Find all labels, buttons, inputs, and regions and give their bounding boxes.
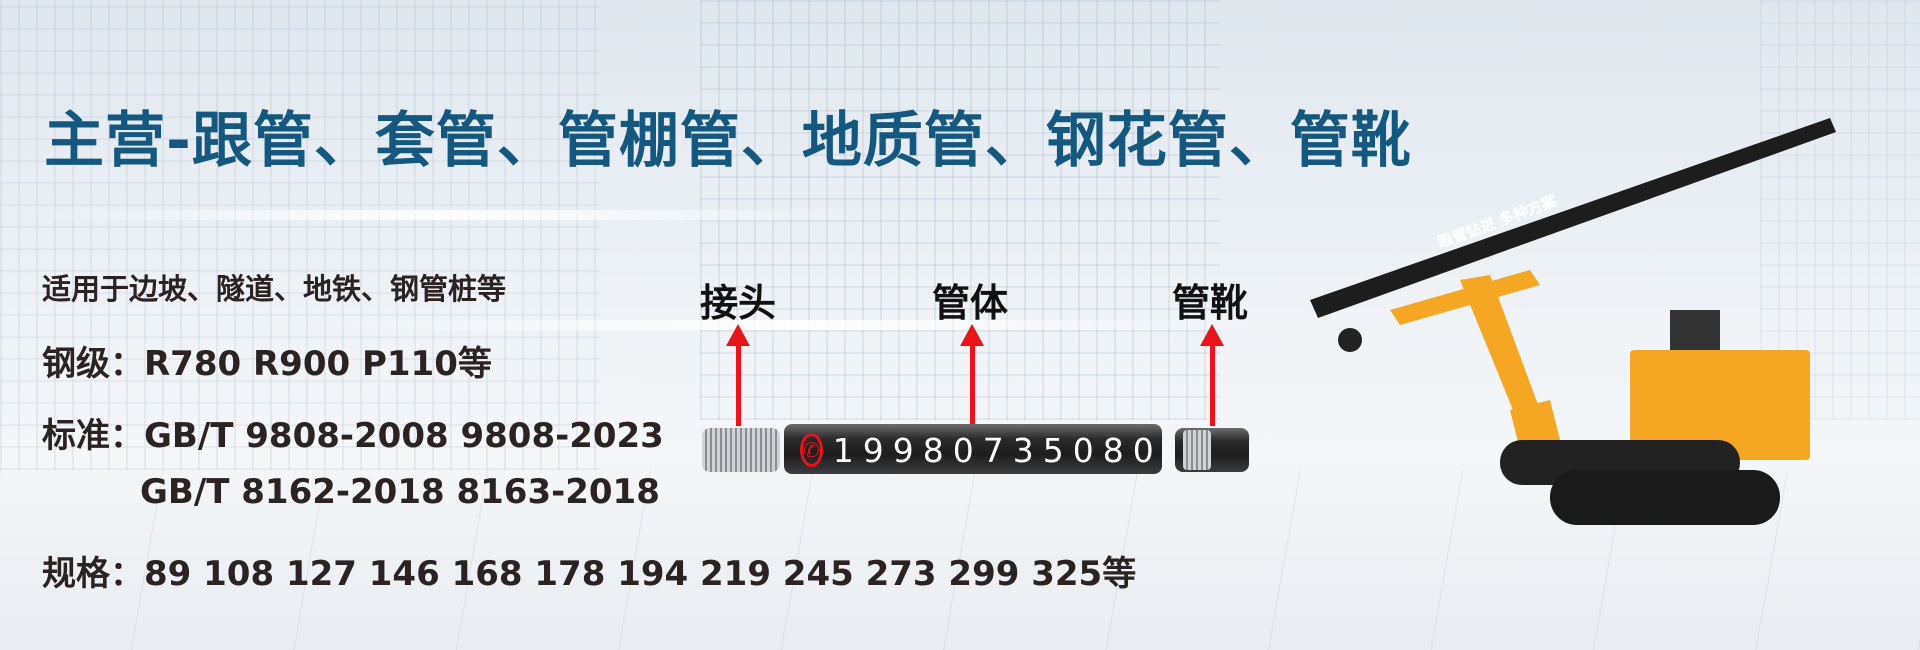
- rig-head: [1338, 328, 1362, 352]
- arrow-shoe: [1200, 324, 1224, 426]
- label-body: 管体: [932, 281, 1009, 325]
- standard-text: 标准：GB/T 9808-2008 9808-2023: [42, 416, 664, 456]
- sizes-text: 规格：89 108 127 146 168 178 194 219 245 27…: [42, 554, 1137, 594]
- pipe-shoe: [1175, 428, 1249, 472]
- background-building: [0, 0, 600, 470]
- light-streak: [0, 210, 900, 220]
- arrow-joint: [726, 324, 750, 426]
- pipe-joint: [702, 428, 780, 472]
- application-text: 适用于边坡、隧道、地铁、钢管桩等: [42, 272, 507, 306]
- rig-boom: [1390, 270, 1810, 460]
- phone-number: ✆ 19980735080: [800, 431, 1156, 470]
- rig-engine: [1670, 310, 1720, 350]
- headline: 主营-跟管、套管、管棚管、地质管、钢花管、管靴: [44, 106, 1412, 176]
- label-shoe: 管靴: [1172, 281, 1249, 325]
- pipe-body: [784, 424, 1162, 474]
- drilling-rig-image: 跟管钻进 多种方案: [1310, 118, 1836, 525]
- standard-text-2: GB/T 8162-2018 8163-2018: [140, 472, 660, 512]
- rig-mast: 跟管钻进 多种方案: [1310, 118, 1836, 318]
- steel-grade-text: 钢级：R780 R900 P110等: [42, 344, 492, 384]
- phone-icon: ✆: [800, 433, 823, 467]
- phone-number-text: 19980735080: [832, 430, 1163, 470]
- label-joint: 接头: [700, 281, 777, 325]
- light-streak: [300, 320, 1300, 330]
- rig-tracks: [1500, 440, 1780, 525]
- arrow-body: [960, 324, 984, 426]
